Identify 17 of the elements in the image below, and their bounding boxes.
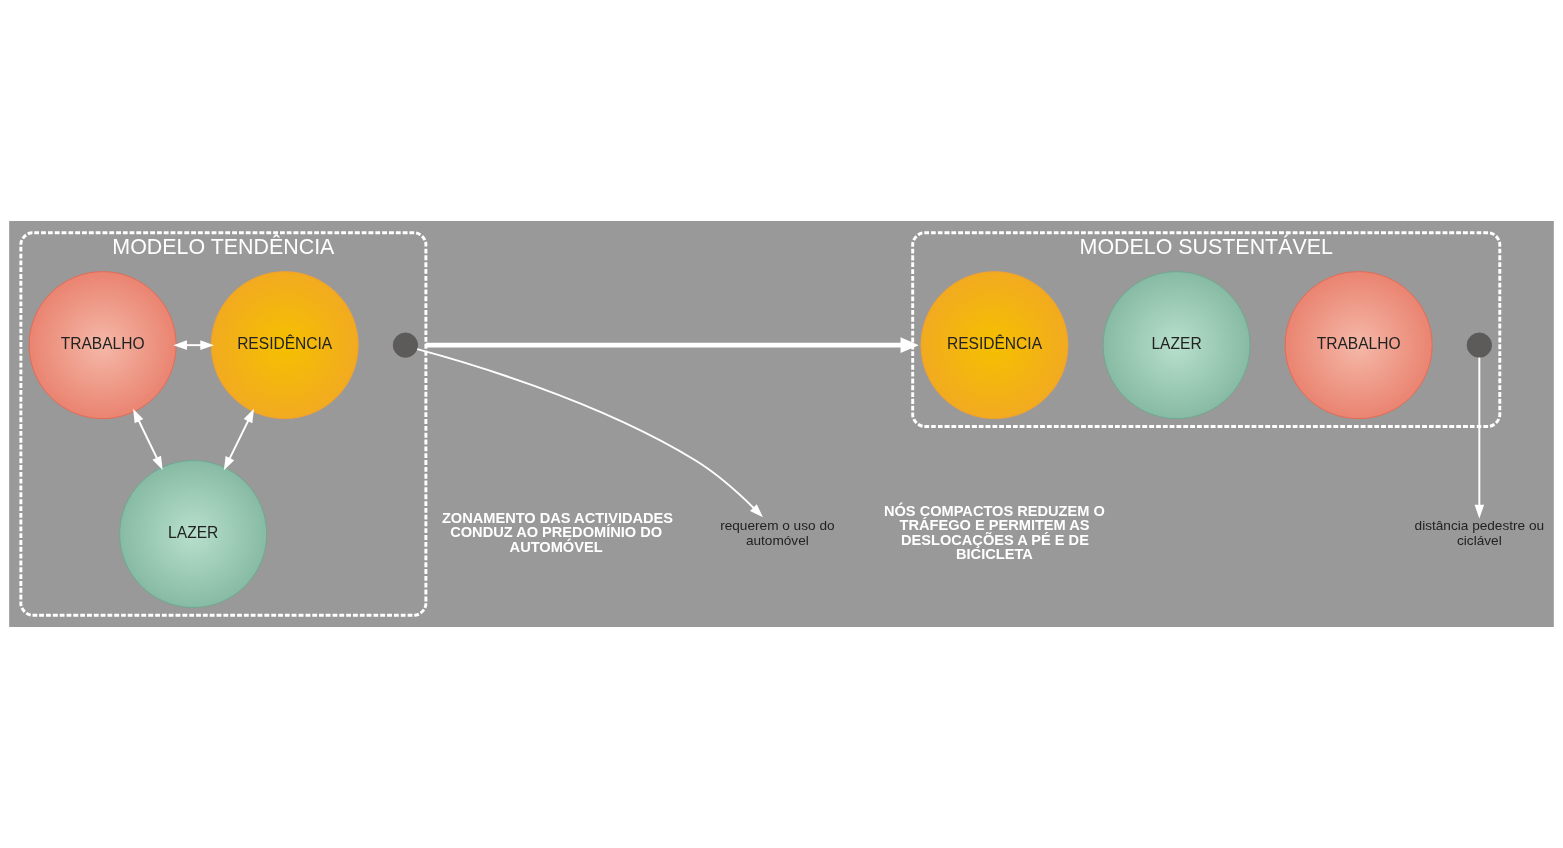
arrow xyxy=(425,337,919,354)
arrow xyxy=(416,348,763,518)
node-circle: LAZER xyxy=(1102,271,1251,420)
node-circle: TRABALHO xyxy=(1284,271,1433,420)
node-circle: TRABALHO xyxy=(28,271,177,420)
arrow xyxy=(133,408,163,471)
node-circle: LAZER xyxy=(119,460,268,608)
arrow xyxy=(1474,356,1485,519)
node-text: distância pedestre ou ciclável xyxy=(1414,518,1545,548)
node-text: requerem o uso do automóvel xyxy=(720,518,835,548)
node-circle: RESIDÊNCIA xyxy=(920,271,1069,420)
node-circle xyxy=(392,332,419,358)
label: ZONAMENTO DAS ACTIVIDADES CONDUZ AO PREDOMÍNIO DO AUTOMÓVEL xyxy=(441,509,674,556)
arrow xyxy=(223,408,254,471)
node-circle xyxy=(1466,332,1492,358)
node-circle: RESIDÊNCIA xyxy=(210,271,359,420)
label: NÓS COMPACTOS REDUZEM O TRÁFEGO E PERMITEM AS DESLOCAÇÕES A PÉ E DE BICICLETA xyxy=(883,502,1105,563)
